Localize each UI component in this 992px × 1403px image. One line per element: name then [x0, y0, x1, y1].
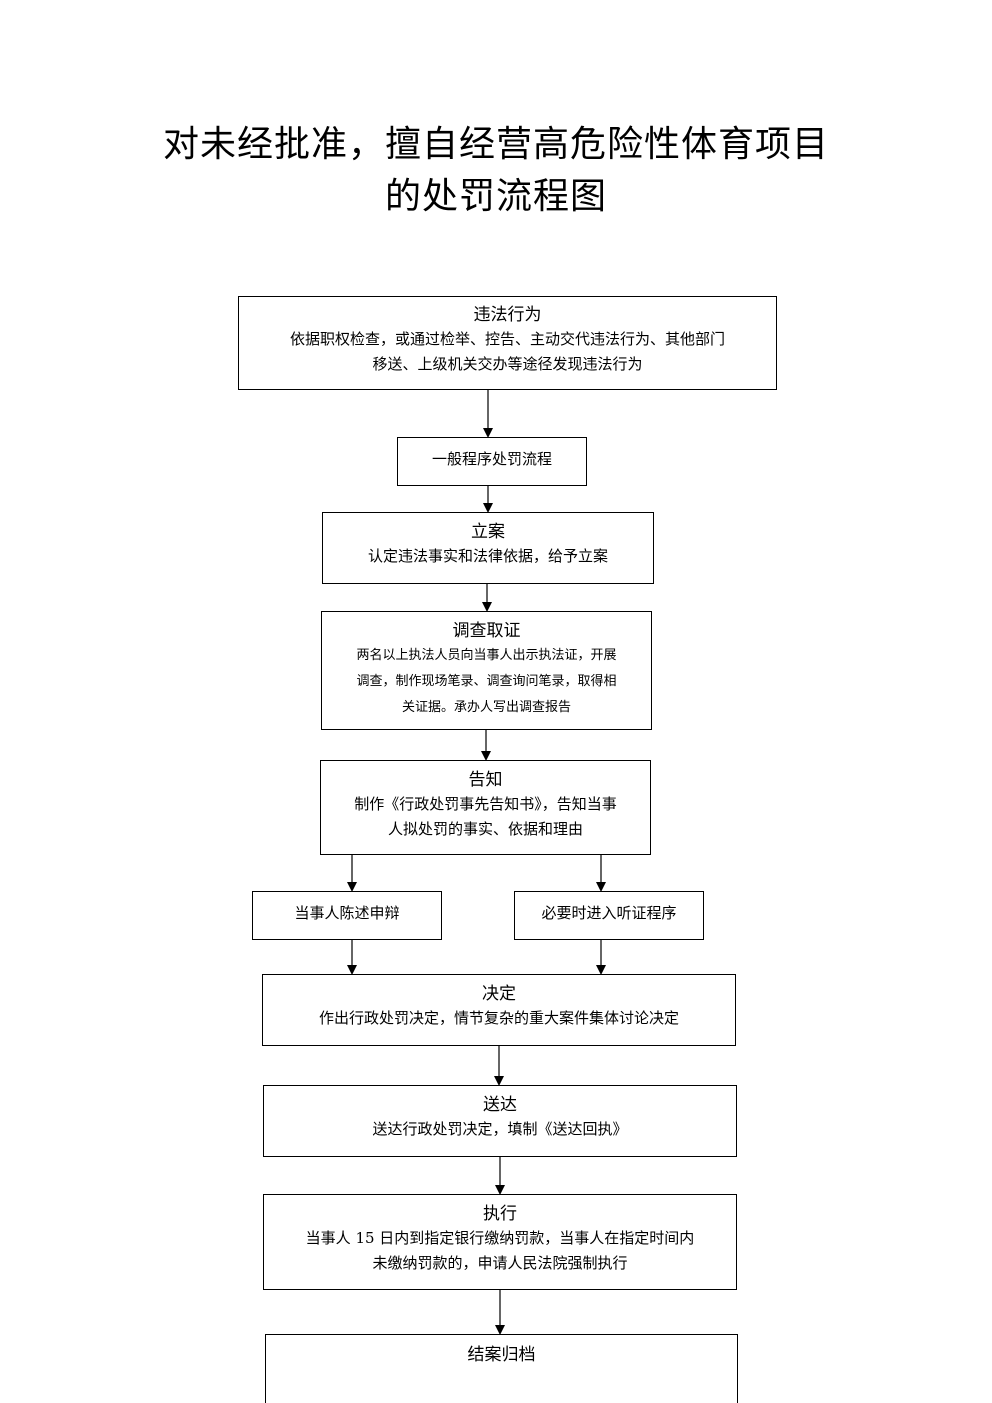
step-party-defense: 当事人陈述申辩 — [252, 891, 442, 940]
page-title-line2: 的处罚流程图 — [384, 176, 607, 217]
step-decision: 决定 作出行政处罚决定，情节复杂的重大案件集体讨论决定 — [262, 974, 736, 1046]
step-execution-desc-1: 当事人 15 日内到指定银行缴纳罚款，当事人在指定时间内 — [305, 1229, 695, 1247]
step-decision-heading: 决定 — [482, 984, 516, 1004]
step-notification-desc-2: 人拟处罚的事实、依据和理由 — [387, 820, 583, 838]
step-case-closed-heading: 结案归档 — [467, 1345, 536, 1365]
step-hearing-label: 必要时进入听证程序 — [541, 904, 677, 922]
step-delivery: 送达 送达行政处罚决定，填制《送达回执》 — [263, 1085, 737, 1157]
step-notification: 告知 制作《行政处罚事先告知书》，告知当事 人拟处罚的事实、依据和理由 — [320, 760, 651, 855]
step-execution: 执行 当事人 15 日内到指定银行缴纳罚款，当事人在指定时间内 未缴纳罚款的，申… — [263, 1194, 737, 1290]
step-execution-heading: 执行 — [483, 1204, 517, 1224]
step-notification-desc-1: 制作《行政处罚事先告知书》，告知当事 — [354, 795, 617, 813]
step-filing-heading: 立案 — [471, 522, 505, 542]
page-title-line1: 对未经批准，擅自经营高危险性体育项目 — [162, 124, 829, 165]
step-party-defense-label: 当事人陈述申辩 — [294, 904, 400, 922]
step-illegal-act-desc-2: 移送、上级机关交办等途径发现违法行为 — [372, 355, 643, 373]
step-case-closed: 结案归档 — [265, 1334, 738, 1403]
step-general-procedure-label: 一般程序处罚流程 — [431, 450, 552, 468]
step-illegal-act: 违法行为 依据职权检查，或通过检举、控告、主动交代违法行为、其他部门 移送、上级… — [238, 296, 777, 390]
step-general-procedure: 一般程序处罚流程 — [397, 437, 587, 486]
step-execution-desc-2: 未缴纳罚款的，申请人民法院强制执行 — [372, 1254, 628, 1272]
step-decision-desc: 作出行政处罚决定，情节复杂的重大案件集体讨论决定 — [318, 1009, 679, 1027]
step-filing: 立案 认定违法事实和法律依据，给予立案 — [322, 512, 654, 584]
step-investigation-desc-1: 两名以上执法人员向当事人出示执法证，开展 — [356, 648, 617, 663]
step-hearing: 必要时进入听证程序 — [514, 891, 704, 940]
step-investigation-desc-2: 调查，制作现场笔录、调查询问笔录，取得相 — [356, 674, 617, 689]
step-investigation-desc-3: 关证据。承办人写出调查报告 — [401, 700, 571, 715]
step-delivery-heading: 送达 — [483, 1095, 517, 1115]
step-investigation: 调查取证 两名以上执法人员向当事人出示执法证，开展 调查，制作现场笔录、调查询问… — [321, 611, 652, 730]
step-investigation-heading: 调查取证 — [452, 621, 521, 641]
step-illegal-act-heading: 违法行为 — [473, 305, 542, 325]
step-illegal-act-desc-1: 依据职权检查，或通过检举、控告、主动交代违法行为、其他部门 — [289, 330, 725, 348]
step-filing-desc: 认定违法事实和法律依据，给予立案 — [367, 547, 608, 565]
step-delivery-desc: 送达行政处罚决定，填制《送达回执》 — [372, 1120, 628, 1138]
step-notification-heading: 告知 — [468, 770, 503, 790]
